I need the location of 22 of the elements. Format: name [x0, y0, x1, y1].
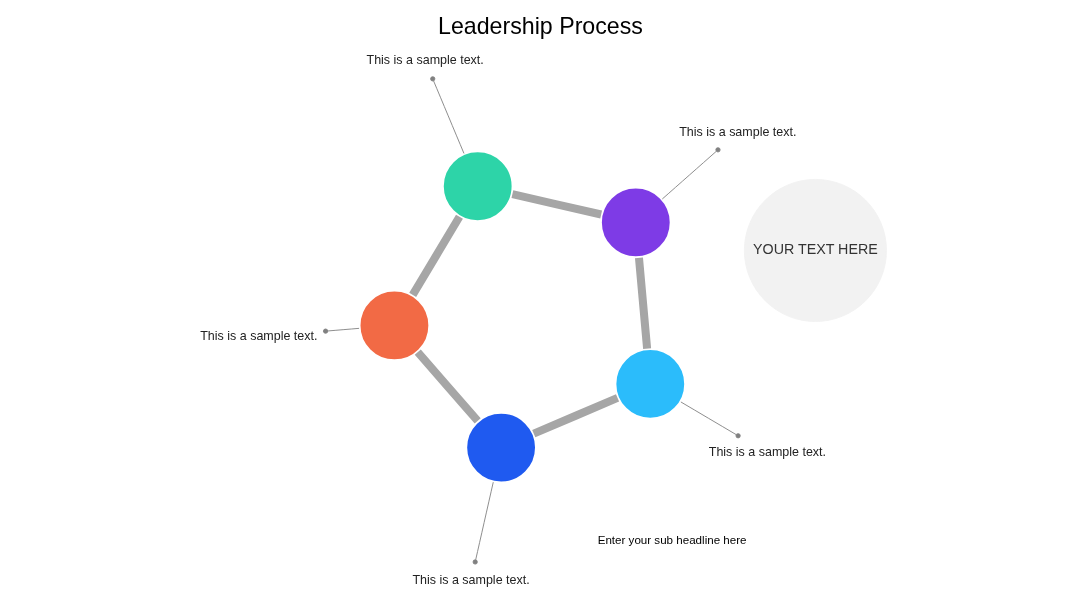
node-text: This is a sample text. [366, 53, 484, 68]
connector [408, 214, 463, 297]
label: Enter your sub headline here [597, 533, 747, 547]
connector [679, 401, 741, 439]
connector [429, 76, 464, 154]
connector [322, 327, 360, 334]
node-text: This is a sample text. [411, 572, 530, 587]
node-circle [613, 347, 687, 421]
node-text: This is a sample text. [708, 445, 826, 460]
connector [634, 257, 651, 349]
node-text: This is a sample text. [678, 124, 796, 139]
connector [414, 349, 481, 424]
connector [472, 481, 494, 565]
node-text: This is a sample text. [199, 329, 317, 343]
node-circle [357, 288, 431, 362]
diagram-title: Leadership Process [437, 12, 643, 39]
node-circle [464, 411, 538, 485]
connector [531, 394, 619, 438]
connector [661, 147, 721, 200]
connector [511, 190, 602, 219]
node-circle [598, 185, 672, 259]
node-circle [440, 149, 514, 223]
